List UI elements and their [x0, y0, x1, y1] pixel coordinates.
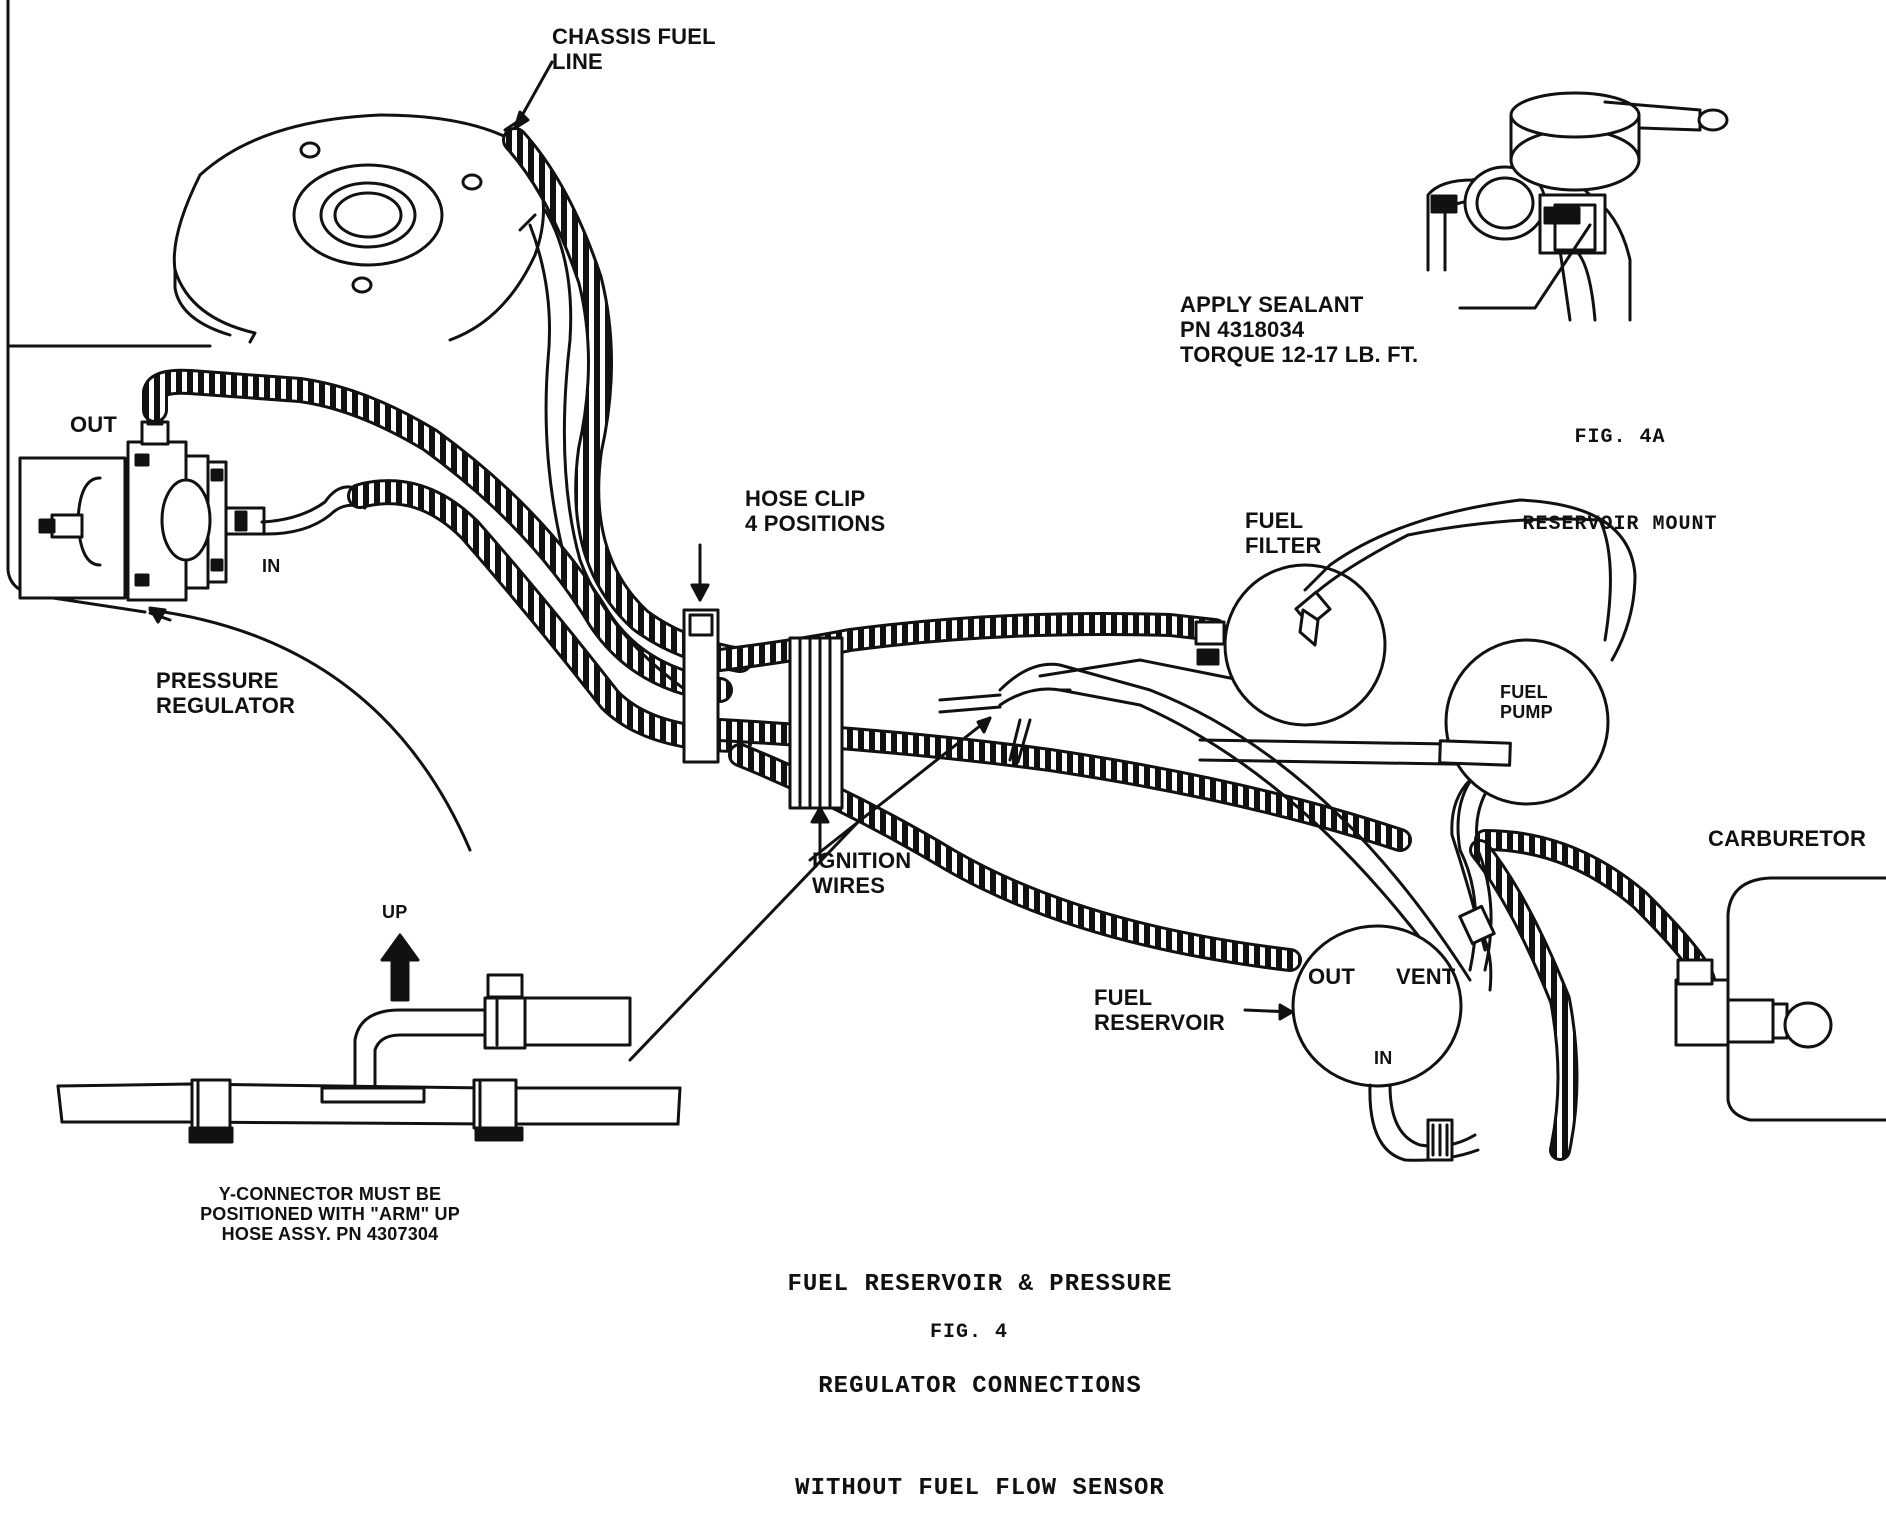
hose-clip: [682, 608, 720, 764]
reservoir-out-port-label: OUT: [1308, 964, 1356, 989]
reservoir-mount-inset: [1426, 91, 1729, 322]
ignition-wire-grommet: [788, 636, 844, 810]
reservoir-in-port-label: IN: [1374, 1048, 1393, 1068]
apply-sealant-label: APPLY SEALANT PN 4318034 TORQUE 12-17 LB…: [1180, 292, 1419, 367]
fuel-filter: [1194, 498, 1637, 727]
air-cleaner-housing: [172, 113, 545, 344]
ignition-wires-label: IGNITION WIRES: [812, 848, 912, 898]
pressure-regulator: [18, 408, 266, 602]
carburetor-label: CARBURETOR: [1708, 826, 1867, 851]
up-arrow-label: UP: [382, 902, 408, 922]
fuel-reservoir-label: FUEL RESERVOIR: [1094, 985, 1225, 1035]
pressure-regulator-label: PRESSURE REGULATOR: [156, 668, 296, 718]
regulator-out-hose: [142, 368, 733, 703]
leader-lines: [148, 60, 992, 1062]
y-connector-note: Y-CONNECTOR MUST BE POSITIONED WITH "ARM…: [200, 1184, 460, 1244]
plain-lines: [938, 658, 1512, 987]
fig-4a-caption: FIG. 4A RESERVOIR MOUNT: [1522, 426, 1718, 536]
chassis-fuel-line-label: CHASSIS FUEL LINE: [552, 24, 716, 74]
fuel-pump-label: FUEL PUMP: [1500, 682, 1553, 722]
figure-number: FIG. 4: [930, 1321, 1009, 1344]
fuel-filter-label: FUEL FILTER: [1245, 508, 1322, 558]
fuel-system-diagram: [6, 0, 1886, 1162]
figure-caption: FUEL RESERVOIR & PRESSURE REGULATOR CONN…: [787, 1271, 1173, 1502]
regulator-in-label: IN: [262, 556, 281, 576]
regulator-out-label: OUT: [70, 412, 118, 437]
reservoir-vent-port-label: VENT: [1396, 964, 1456, 989]
fuel-reservoir: [1243, 904, 1496, 1162]
carburetor: [1674, 876, 1886, 1122]
hose-clip-label: HOSE CLIP 4 POSITIONS: [745, 486, 886, 536]
regulator-in-hose: [260, 485, 362, 524]
fuel-pump: [1438, 638, 1610, 952]
y-connector-inset: [56, 933, 682, 1144]
